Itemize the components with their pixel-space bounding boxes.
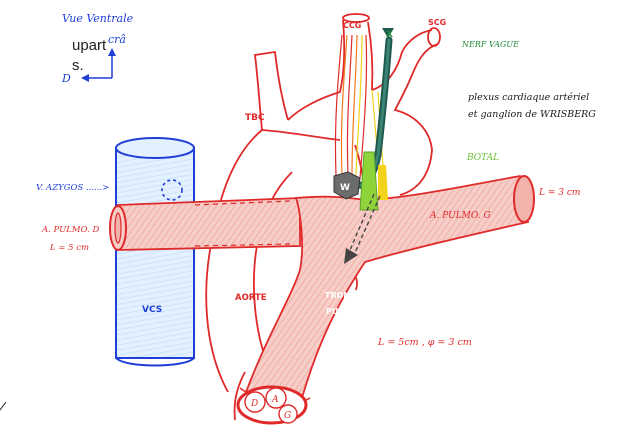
right-length-label: L = 5 cm (49, 243, 89, 253)
left-length-label: L = 3 cm (538, 188, 580, 198)
azygos-label: V. AZYGOS ......> (36, 183, 109, 193)
valve-g-label: G (284, 411, 291, 421)
arrow-up-icon (108, 48, 116, 56)
pulmonary-valves: D A G (238, 387, 306, 423)
tbc-label: TBC (245, 113, 265, 123)
valve-a-label: A (271, 395, 279, 405)
vena-cava-superior (116, 138, 194, 366)
orientation-indicator: Vue Ventrale crâ D (61, 12, 134, 85)
right-pulmonary-label: A. PULMO. D (41, 225, 99, 235)
wrisberg-label: W (340, 183, 350, 193)
wrisberg-ganglion: W (334, 172, 360, 199)
ccg-label: CCG (343, 21, 361, 30)
arrow-left-icon (81, 74, 89, 82)
yellow-nerve-band (378, 165, 388, 200)
trunk-label-2: PULMO (326, 307, 358, 316)
trunk-dimension-label: L = 5cm , φ = 3 cm (377, 337, 472, 348)
left-pulmonary-label: A. PULMO. G (429, 211, 491, 221)
plexus-label-2: et ganglion de WRISBERG (468, 109, 596, 120)
orientation-title: Vue Ventrale (62, 12, 134, 25)
trunk-label-1: TRONC (325, 291, 356, 300)
orientation-up: crâ (108, 33, 126, 46)
vagus-number-label: X (386, 30, 393, 40)
vcs-label: VCS (142, 305, 162, 315)
plexus-label-1: plexus cardiaque artériel (468, 92, 589, 103)
scg-label: SCG (428, 18, 446, 27)
valve-d-label: D (250, 399, 258, 409)
botal-label: BOTAL (466, 153, 499, 163)
aorta-label: AORTE (235, 293, 267, 303)
orientation-left: D (61, 72, 71, 85)
stray-mark (0, 402, 6, 410)
right-pulmonary-artery (110, 198, 300, 250)
nerf-vague-label: NERF VAGUE (461, 40, 519, 49)
